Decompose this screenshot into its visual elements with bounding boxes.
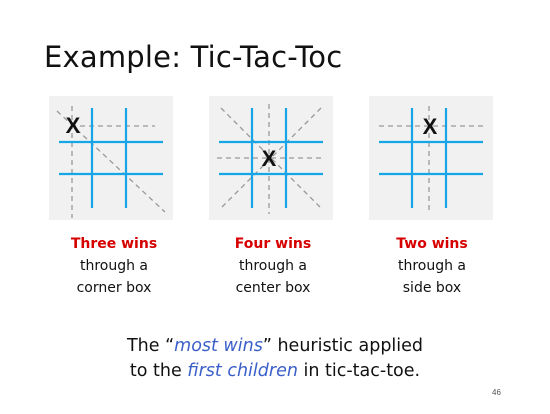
page-number: 46	[492, 388, 501, 397]
caption-line: through a	[397, 258, 467, 274]
caption-side: Two wins through a side box	[367, 233, 497, 299]
wins-label: Three wins	[70, 236, 158, 252]
slide-title: Example: Tic-Tac-Toc	[44, 40, 343, 74]
caption-line: through a	[79, 258, 149, 274]
diagram-side: X	[369, 96, 493, 220]
caption-line: through a	[238, 258, 308, 274]
diagram-center: X	[209, 96, 333, 220]
summary-text-part: in tic-tac-toe.	[297, 361, 421, 381]
summary-text-part: The “	[126, 336, 175, 356]
summary-text-part: to the	[129, 361, 188, 381]
diagonal-dashed-line	[220, 107, 322, 209]
wins-label: Two wins	[396, 236, 468, 252]
summary-text-part: ” heuristic applied	[262, 336, 424, 356]
summary-text: The “most wins” heuristic applied to the…	[0, 334, 550, 384]
caption-center: Four wins through a center box	[208, 233, 338, 299]
caption-line: center box	[235, 280, 311, 296]
tic-tac-toe-corner-board: X	[56, 106, 166, 218]
caption-line: corner box	[76, 280, 152, 296]
emphasis-most-wins: most wins	[174, 336, 263, 356]
x-mark: X	[262, 146, 277, 171]
summary-line-1: The “most wins” heuristic applied	[0, 334, 550, 359]
diagonal-dashed-line	[220, 107, 322, 209]
diagram-corner: X	[49, 96, 173, 220]
tic-tac-toe-center-board: X	[217, 104, 325, 214]
caption-corner: Three wins through a corner box	[49, 233, 179, 299]
x-mark: X	[423, 114, 438, 139]
emphasis-first-children: first children	[187, 361, 298, 381]
tic-tac-toe-side-board: X	[379, 106, 483, 214]
diagonal-dashed-line	[56, 110, 166, 213]
summary-line-2: to the first children in tic-tac-toe.	[0, 359, 550, 384]
wins-label: Four wins	[234, 236, 312, 252]
caption-line: side box	[402, 280, 462, 296]
x-mark: X	[66, 113, 81, 138]
